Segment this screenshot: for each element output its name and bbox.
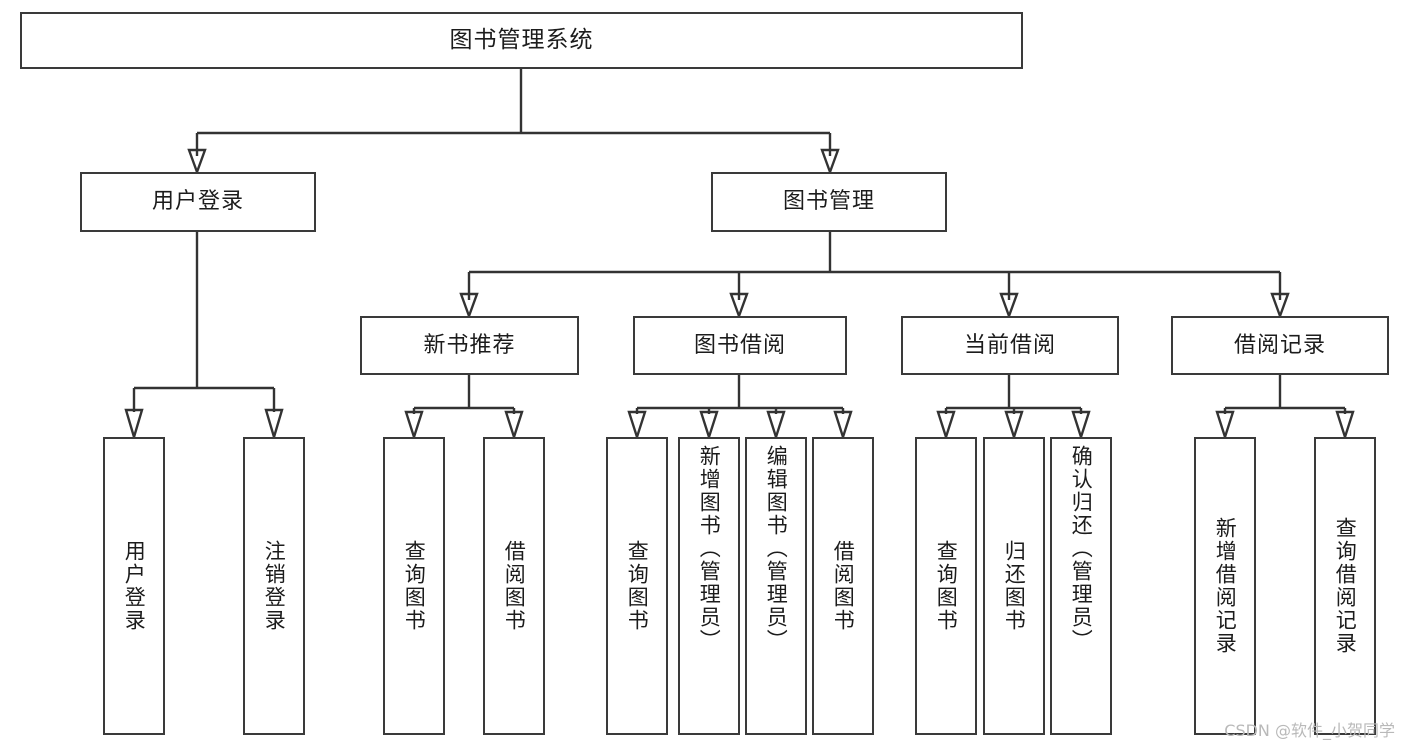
leaf-add-book-admin[interactable]: 新增图书（管理员） xyxy=(678,437,740,735)
leaf-label: 编辑图书（管理员） xyxy=(764,445,789,652)
leaf-query-book-borrow[interactable]: 查询图书 xyxy=(606,437,668,735)
leaf-confirm-return-admin[interactable]: 确认归还（管理员） xyxy=(1050,437,1112,735)
leaf-query-borrow-record[interactable]: 查询借阅记录 xyxy=(1314,437,1376,735)
watermark-text: CSDN @软件_小贺同学 xyxy=(1224,721,1395,740)
leaf-label: 查询借阅记录 xyxy=(1333,517,1358,655)
leaf-query-book-current[interactable]: 查询图书 xyxy=(915,437,977,735)
node-label: 当前借阅 xyxy=(963,332,1056,358)
node-book-borrow[interactable]: 图书借阅 xyxy=(633,316,847,375)
leaf-return-book[interactable]: 归还图书 xyxy=(983,437,1045,735)
leaf-logout[interactable]: 注销登录 xyxy=(243,437,305,735)
node-label: 图书管理 xyxy=(782,189,875,215)
leaf-label: 新增借阅记录 xyxy=(1213,517,1238,655)
node-borrow-record[interactable]: 借阅记录 xyxy=(1171,316,1389,375)
leaf-borrow-book[interactable]: 借阅图书 xyxy=(812,437,874,735)
leaf-label: 确认归还（管理员） xyxy=(1069,445,1094,652)
node-current-borrow[interactable]: 当前借阅 xyxy=(901,316,1119,375)
leaf-borrow-book-recommend[interactable]: 借阅图书 xyxy=(483,437,545,735)
leaf-query-book-recommend[interactable]: 查询图书 xyxy=(383,437,445,735)
leaf-add-borrow-record[interactable]: 新增借阅记录 xyxy=(1194,437,1256,735)
leaf-label: 查询图书 xyxy=(934,540,959,632)
node-label: 借阅记录 xyxy=(1233,332,1326,358)
leaf-label: 借阅图书 xyxy=(831,540,856,632)
node-new-book-recommend[interactable]: 新书推荐 xyxy=(360,316,579,375)
leaf-edit-book-admin[interactable]: 编辑图书（管理员） xyxy=(745,437,807,735)
node-label: 图书管理系统 xyxy=(449,27,594,54)
node-book-management[interactable]: 图书管理 xyxy=(711,172,947,232)
leaf-label: 用户登录 xyxy=(122,540,147,632)
leaf-label: 查询图书 xyxy=(625,540,650,632)
leaf-label: 注销登录 xyxy=(262,540,287,632)
node-label: 图书借阅 xyxy=(693,332,786,358)
node-user-login[interactable]: 用户登录 xyxy=(80,172,316,232)
node-root-system[interactable]: 图书管理系统 xyxy=(20,12,1023,69)
node-label: 新书推荐 xyxy=(423,332,516,358)
leaf-label: 借阅图书 xyxy=(502,540,527,632)
leaf-label: 查询图书 xyxy=(402,540,427,632)
leaf-label: 新增图书（管理员） xyxy=(697,445,722,652)
leaf-user-login[interactable]: 用户登录 xyxy=(103,437,165,735)
node-label: 用户登录 xyxy=(151,189,244,215)
leaf-label: 归还图书 xyxy=(1002,540,1027,632)
